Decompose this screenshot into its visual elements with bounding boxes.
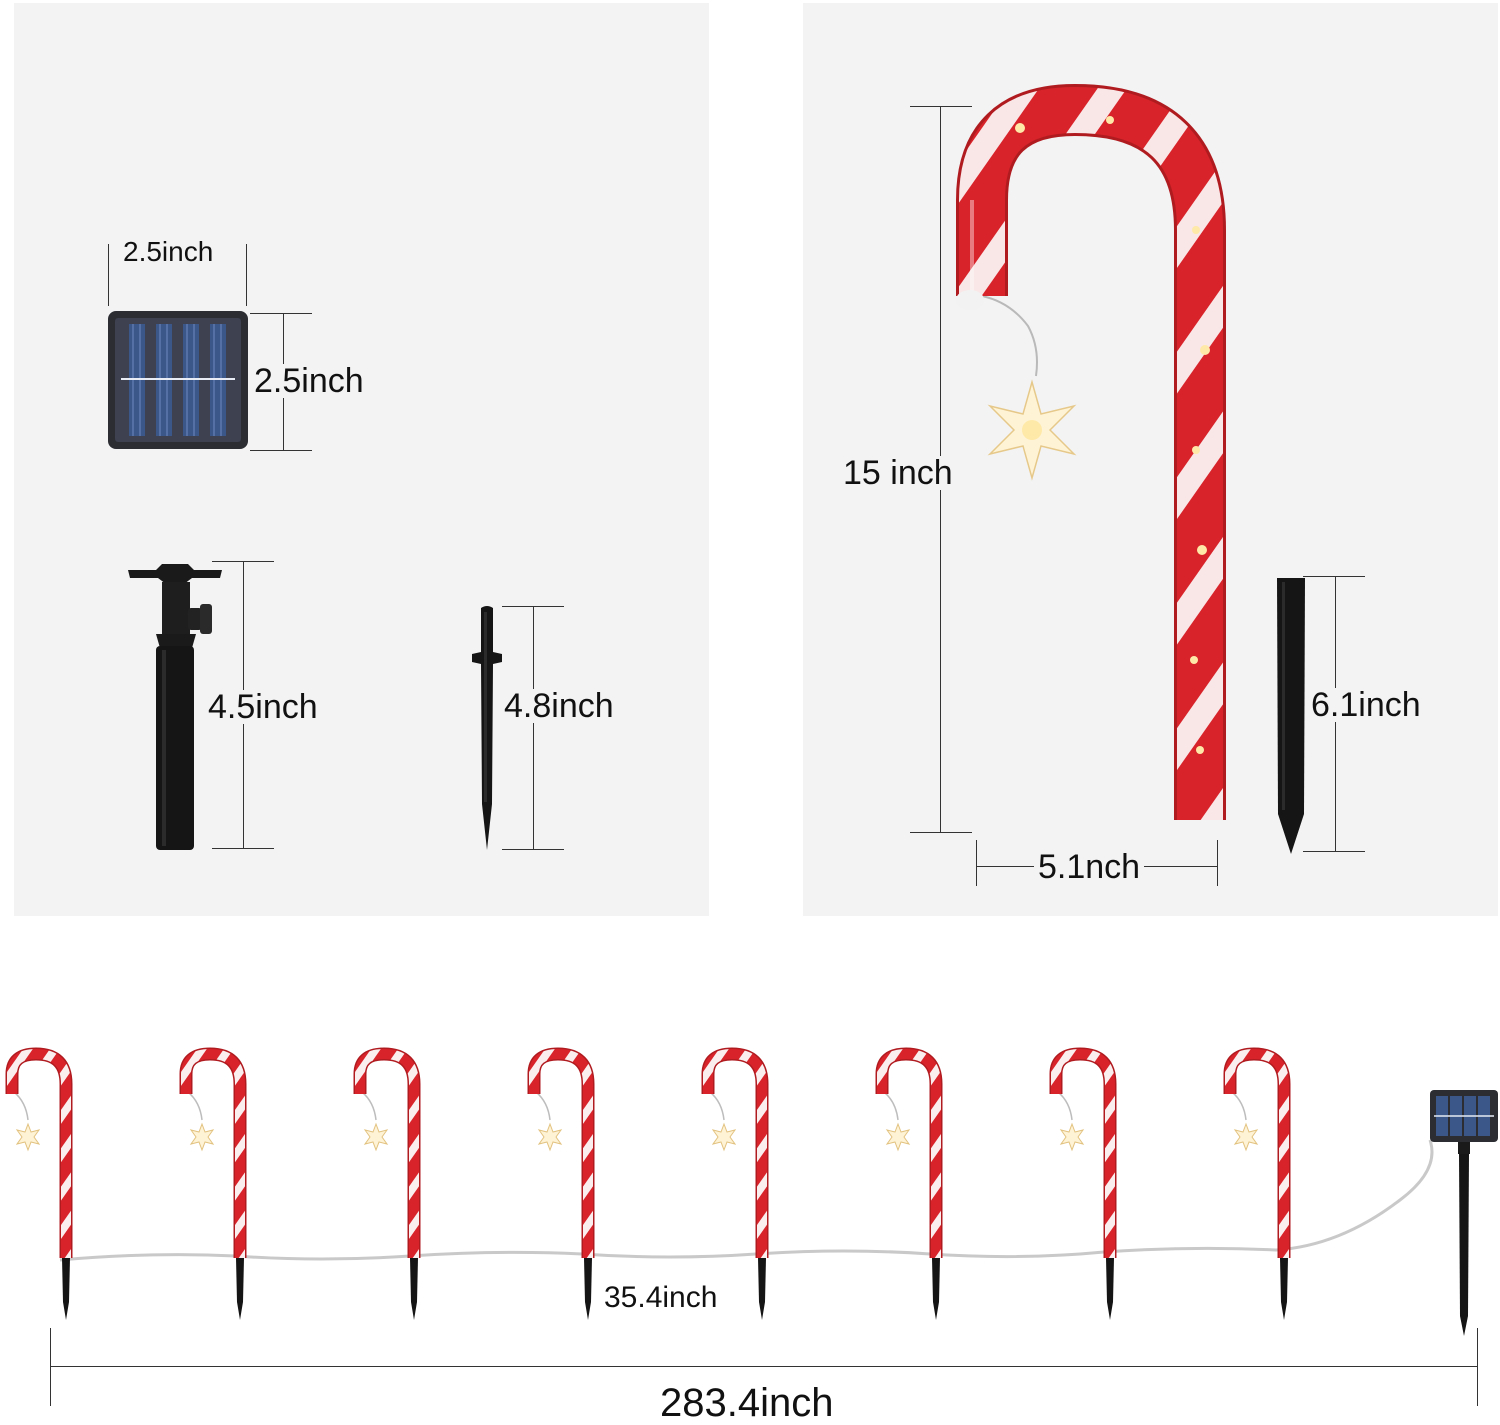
solar-width-label: 2.5inch [123,236,214,267]
candy-cane-icon [956,83,1226,820]
mount-height-label: 4.5inch [208,688,318,726]
ground-stake-icon [62,1258,70,1320]
small-stake-line [533,606,534,850]
ground-stake-icon [932,1258,940,1320]
total-length-tick-left [50,1328,51,1406]
snowflake-icon [15,1122,41,1152]
ground-stake-icon [1280,1258,1288,1320]
ground-stake-icon [584,1258,592,1320]
cane-stake-label: 6.1inch [1311,686,1421,724]
snowflake-icon [987,379,1077,481]
cane-width-tick-left [976,840,977,886]
cane-stake-tick-top [1303,576,1365,577]
cane-height-tick-bottom [910,832,972,833]
snowflake-icon [363,1122,389,1152]
total-length-label: 283.4inch [660,1381,834,1425]
snowflake-icon [885,1122,911,1152]
candy-cane-icon [527,1047,595,1320]
solar-panel-icon [1430,1090,1498,1336]
solar-width-tick-left [108,244,109,306]
snowflake-icon [537,1122,563,1152]
ground-stake-icon [1106,1258,1114,1320]
candy-cane-icon [179,1047,247,1320]
ground-stake-icon [236,1258,244,1320]
solar-height-tick-top [250,313,312,314]
cane-height-tick-top [910,106,972,107]
total-length-tick-right [1477,1328,1478,1406]
small-stake-label: 4.8inch [504,687,614,725]
cane-width-tick-right [1217,840,1218,886]
stake-mount-icon [128,564,222,850]
cane-stake-tick-bottom [1303,851,1365,852]
solar-panel-icon [108,311,248,449]
cane-spacing-label: 35.4inch [604,1281,718,1314]
solar-height-label: 2.5inch [254,362,364,400]
ground-stake-icon [472,606,502,850]
snowflake-icon [1059,1122,1085,1152]
ground-stake-icon [410,1258,418,1320]
candy-cane-icon [5,1047,73,1320]
snowflake-icon [1233,1122,1259,1152]
cane-width-label: 5.1nch [1034,850,1145,884]
candy-cane-icon [353,1047,421,1320]
total-length-line [50,1366,1478,1367]
candy-cane-icon [701,1047,769,1320]
ground-stake-icon [758,1258,766,1320]
ground-stake-icon [1277,578,1305,854]
cane-height-label: 15 inch [843,454,953,492]
accessories-panel [14,3,709,916]
candy-cane-row [5,1047,1434,1320]
solar-width-tick-right [246,244,247,306]
candy-cane-icon [875,1047,943,1320]
snowflake-icon [711,1122,737,1152]
solar-height-tick-bottom [250,450,312,451]
candy-cane-icon [1049,1047,1117,1320]
candy-cane-icon [1223,1047,1291,1320]
snowflake-icon [189,1122,215,1152]
